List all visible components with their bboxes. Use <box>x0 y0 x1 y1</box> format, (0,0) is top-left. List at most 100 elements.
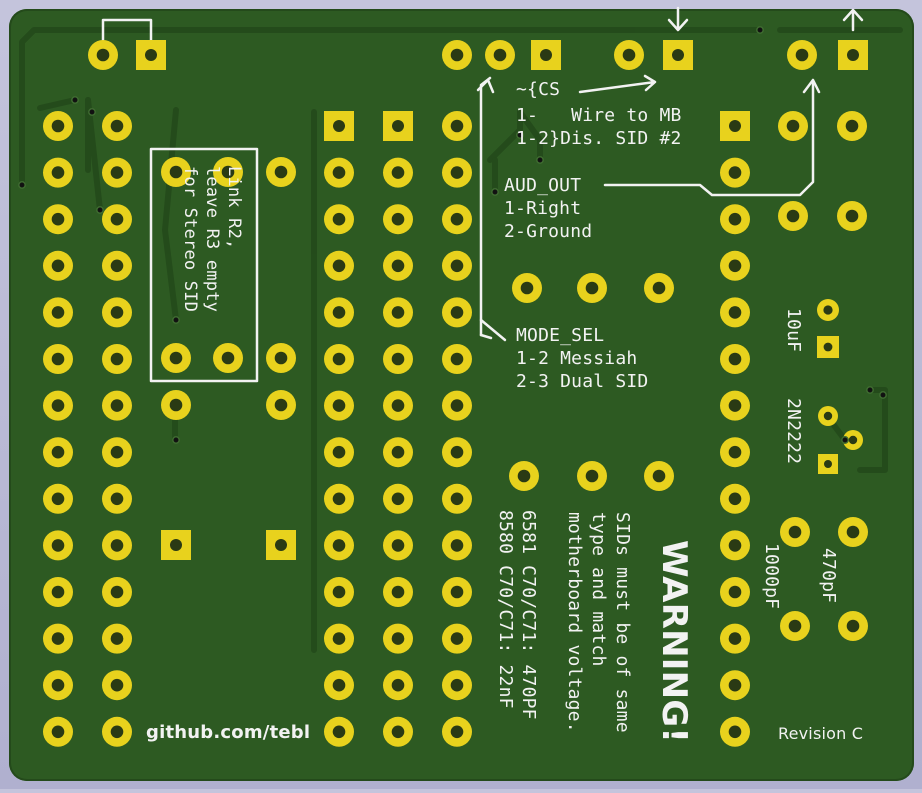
ic-pin <box>383 297 413 328</box>
ic2-pin <box>720 437 750 468</box>
cap-470pf-pad <box>838 611 868 641</box>
ic-pin <box>383 437 413 468</box>
header-pin-left-a <box>43 577 73 607</box>
header-pin-left-a <box>43 530 73 561</box>
warning-title: WARNING! <box>654 540 694 744</box>
header-pin-left-a <box>43 716 73 747</box>
ic2-pin <box>720 670 750 701</box>
header-pin-left-a <box>43 437 73 468</box>
via <box>96 206 104 214</box>
header-pin-left-a <box>43 157 73 188</box>
github-url: github.com/tebl <box>146 722 311 743</box>
resistor-pad <box>213 157 243 187</box>
header-pin-left-b <box>102 437 132 468</box>
cap-10uf-pad <box>817 299 839 321</box>
header-pin-left-b <box>102 157 132 188</box>
via <box>172 316 180 324</box>
cap-10uf-label: 10uF <box>783 308 804 353</box>
via <box>536 156 544 164</box>
ic2-pin <box>720 577 750 607</box>
mode-sel-pin <box>512 273 542 303</box>
link-note: Link R2, leave R3 empty for Stereo SID <box>180 166 244 313</box>
header-pin-left-b <box>102 204 132 235</box>
mode-sel-pin <box>644 273 674 303</box>
ic-pin <box>442 344 472 374</box>
ic-pin <box>324 577 354 607</box>
ic-pin <box>383 157 413 188</box>
cs-line1: 1- Wire to MB <box>516 105 682 126</box>
aud-out-line1: 1-Right <box>504 198 582 219</box>
cs-line2: 1-2}Dis. SID #2 <box>516 128 682 149</box>
header-pin-left-a <box>43 670 73 701</box>
resistor-pad <box>161 343 191 373</box>
jumper-pin <box>88 40 118 70</box>
resistor-pad <box>213 343 243 373</box>
header-pin-left-b <box>102 297 132 328</box>
jumper-pin-1 <box>136 40 166 70</box>
ic-pin <box>442 670 472 701</box>
ic2-pin <box>720 344 750 374</box>
ic-pin <box>442 390 472 421</box>
ic-pin <box>442 437 472 468</box>
cap-1000pf-pad <box>780 611 810 641</box>
ic-pin <box>383 204 413 235</box>
ic-pin <box>324 157 354 188</box>
ic-pin <box>383 344 413 374</box>
aud-out-pad <box>778 201 808 231</box>
ic2-pin <box>720 250 750 281</box>
aud-header-pin-1 <box>838 40 868 70</box>
ic-pin <box>442 716 472 747</box>
ic-pin <box>324 390 354 421</box>
via <box>88 108 96 116</box>
via <box>172 436 180 444</box>
ic2-pin <box>720 530 750 561</box>
ic-pin <box>383 390 413 421</box>
transistor-pad-1 <box>818 454 838 474</box>
resistor-pad <box>161 157 191 187</box>
header-pin-left-a <box>43 297 73 328</box>
ic-pin <box>442 297 472 328</box>
ic-pin <box>442 111 472 141</box>
revision-label: Revision C <box>778 724 864 743</box>
cap-pad <box>644 461 674 491</box>
header-pin-left-b <box>102 111 132 141</box>
header-pin-left-a <box>43 344 73 374</box>
mode-sel-line1: 1-2 Messiah <box>516 348 638 369</box>
ic2-pin <box>720 483 750 514</box>
cs-header-pin <box>442 40 472 70</box>
resistor-pad <box>266 157 296 187</box>
ic-pin-1 <box>324 111 354 141</box>
ic-pin <box>442 157 472 188</box>
header-pin-left-b <box>102 344 132 374</box>
cap-1000pf-label: 1000pF <box>761 543 782 610</box>
header-pin-left-a <box>43 390 73 421</box>
ic-pin <box>383 577 413 607</box>
capacitor-values-note: 6581 C70/C71: 470PF 8580 C70/C71: 22nF <box>495 510 539 720</box>
resistor-pad <box>161 390 191 420</box>
cs-title: ~{CS <box>516 79 561 100</box>
ic-pin <box>442 530 472 561</box>
cap-10uf-pad-1 <box>817 336 839 358</box>
mode-sel-title: MODE_SEL <box>516 325 605 346</box>
ic-pin <box>442 577 472 607</box>
ic-pin <box>324 623 354 654</box>
header-pin-left-b <box>102 670 132 701</box>
header-pin-left-b <box>102 577 132 607</box>
cs-header-pin-1 <box>531 40 561 70</box>
aud-out-line2: 2-Ground <box>504 221 593 242</box>
ic-pin <box>383 250 413 281</box>
via <box>71 96 79 104</box>
ic-pin <box>324 670 354 701</box>
header-pin-left-a <box>43 204 73 235</box>
via <box>491 188 499 196</box>
ic2-pin <box>720 297 750 328</box>
mode-sel-pin <box>577 273 607 303</box>
ic2-pin-1 <box>720 111 750 141</box>
ic-pin <box>442 204 472 235</box>
ic-pin <box>324 297 354 328</box>
ic-pin <box>383 623 413 654</box>
ic2-pin <box>720 623 750 654</box>
